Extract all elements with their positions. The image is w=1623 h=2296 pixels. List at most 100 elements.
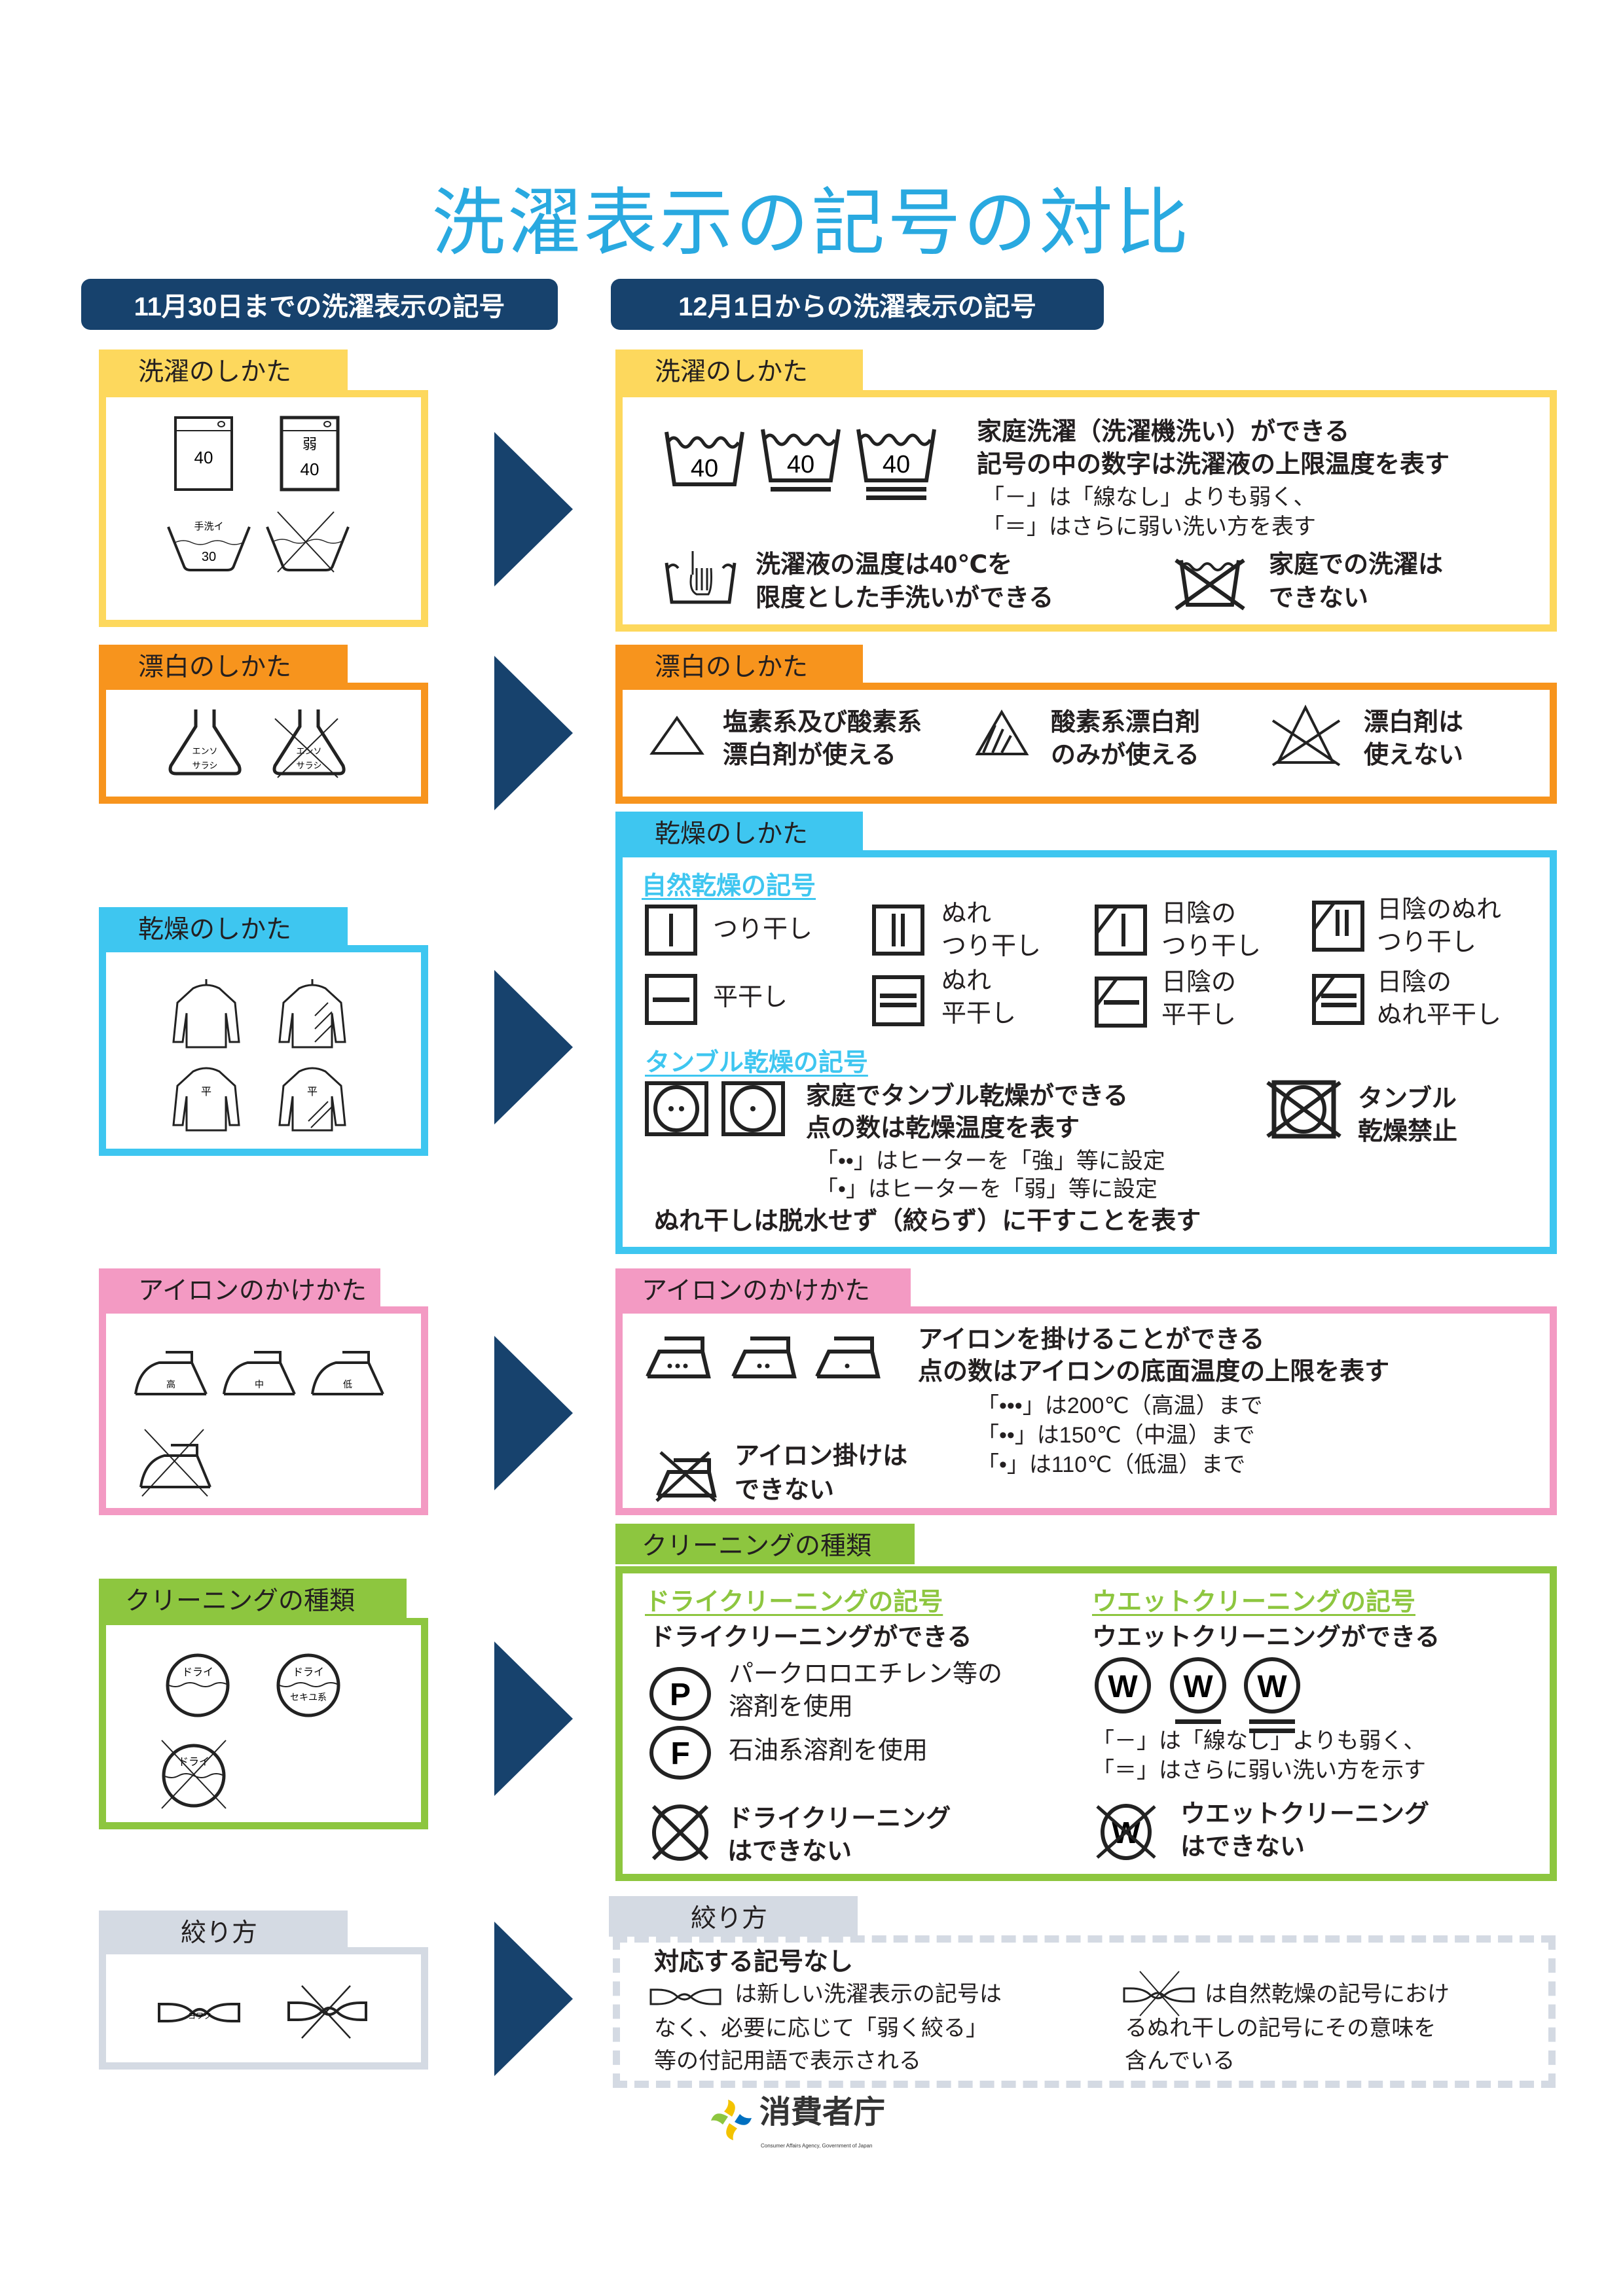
shade-wet-line-dry-icon	[1312, 901, 1364, 952]
f-desc: 石油系溶剤を使用	[729, 1737, 928, 1765]
hand-wash-icon	[665, 551, 737, 604]
no-dry-clean-desc-2: はできない	[727, 1838, 852, 1865]
no-wash-desc-2: できない	[1269, 584, 1369, 612]
iron-temp-medium: 「••」は150℃（中温）まで	[977, 1423, 1255, 1448]
p-desc-2: 溶剤を使用	[729, 1693, 854, 1721]
svg-text:中: 中	[255, 1379, 264, 1390]
no-wet-clean-desc-1: ウエットクリーニング	[1180, 1801, 1430, 1828]
new-clean-tab: クリーニングの種類	[615, 1524, 915, 1564]
new-bleach-tab: 漂白のしかた	[615, 645, 863, 685]
no-dry-clean-old-icon: ドライ	[161, 1740, 227, 1809]
iron-temp-high: 「•••」は200℃（高温）まで	[977, 1393, 1263, 1418]
flat-dry-icon	[645, 974, 697, 1025]
arrow-right-icon	[494, 432, 573, 586]
wring-desc-3: 等の付記用語で表示される	[654, 2049, 921, 2073]
iron-200-icon	[646, 1336, 711, 1378]
wash-desc-4: 「＝」はさらに弱い洗い方を表す	[982, 514, 1316, 539]
old-clean-box	[99, 1618, 428, 1829]
svg-text:40: 40	[787, 451, 814, 478]
consumer-affairs-agency-logo: 消費者庁 Consumer Affairs Agency, Government…	[708, 2094, 892, 2155]
old-symbols-header: 11月30日までの洗濯表示の記号	[81, 279, 558, 330]
wet-flat-dry-label-1: ぬれ	[941, 967, 992, 995]
no-tumble-desc-1: タンブル	[1358, 1085, 1457, 1113]
iron-temp-low: 「•」は110℃（低温）まで	[977, 1452, 1246, 1477]
arrow-right-icon	[494, 656, 573, 810]
dry-clean-can: ドライクリーニングができる	[649, 1624, 972, 1651]
wet-clean-heading: ウエットクリーニングの記号	[1092, 1588, 1416, 1616]
new-iron-tab: アイロンのかけかた	[615, 1268, 911, 1309]
new-clean-box	[615, 1566, 1557, 1881]
no-wet-clean-icon: W	[1096, 1804, 1156, 1860]
oxygen-bleach-desc-2: のみが使える	[1051, 742, 1199, 769]
new-wash-box	[615, 390, 1557, 632]
no-bleach-desc-1: 漂白剤は	[1364, 709, 1464, 736]
old-bleach-box	[99, 683, 428, 804]
iron-low-icon: 低	[311, 1351, 384, 1395]
no-wring-icon	[287, 1985, 367, 2039]
wet-clean-gentle-icon: W	[1170, 1657, 1226, 1724]
no-iron-desc-1: アイロン掛けは	[735, 1443, 908, 1470]
old-bleach-tab: 漂白のしかた	[99, 645, 348, 685]
agency-emblem-icon	[711, 2100, 752, 2140]
svg-text:弱: 弱	[302, 436, 317, 452]
svg-text:手洗イ: 手洗イ	[194, 521, 223, 532]
old-clean-tab: クリーニングの種類	[99, 1579, 407, 1619]
wet-desc-1: 「－」は「線なし」よりも弱く、	[1092, 1729, 1426, 1753]
svg-text:サラシ: サラシ	[297, 761, 322, 770]
svg-text:ヨワク: ヨワク	[188, 2011, 211, 2020]
wring-right-desc-2: るぬれ干しの記号にその意味を	[1125, 2016, 1436, 2041]
wet-clean-very-gentle-icon: W	[1244, 1657, 1300, 1733]
tumble-dry-low-icon	[721, 1081, 785, 1136]
svg-text:平: 平	[201, 1086, 211, 1098]
wet-line-dry-icon	[872, 905, 924, 956]
no-dry-clean-desc-1: ドライクリーニング	[727, 1805, 951, 1833]
wet-clean-can: ウエットクリーニングができる	[1092, 1624, 1440, 1651]
svg-text:エンソ: エンソ	[192, 746, 217, 756]
new-wring-tab: 絞り方	[609, 1896, 858, 1937]
wring-desc-2: なく、必要に応じて「弱く絞る」	[654, 2016, 988, 2041]
hanging-shirt-icon	[172, 979, 240, 1049]
agency-subtitle: Consumer Affairs Agency, Government of J…	[761, 2143, 873, 2149]
dry-clean-heading: ドライクリーニングの記号	[645, 1588, 943, 1616]
tumble-dry-high-icon	[645, 1081, 708, 1136]
old-wring-tab: 絞り方	[99, 1910, 348, 1951]
svg-text:40: 40	[691, 455, 718, 482]
no-iron-desc-2: できない	[735, 1477, 835, 1504]
no-iron-icon	[655, 1451, 717, 1502]
wash-desc-1: 家庭洗濯（洗濯機洗い）ができる	[977, 418, 1350, 446]
arrow-right-icon	[494, 970, 573, 1124]
svg-text:セキユ系: セキユ系	[290, 1692, 327, 1702]
wring-right-desc-3: 含んでいる	[1125, 2049, 1235, 2073]
iron-110-icon	[815, 1336, 881, 1378]
svg-text:ドライ: ドライ	[293, 1667, 324, 1678]
page-title: 洗濯表示の記号の対比	[431, 182, 1192, 264]
tumble-desc-4: 「•」はヒーターを「弱」等に設定	[816, 1177, 1158, 1202]
no-dry-clean-icon	[651, 1804, 709, 1861]
dry-clean-f-icon: F	[649, 1726, 711, 1780]
iron-medium-icon: 中	[223, 1351, 296, 1395]
shade-hanging-shirt-icon	[278, 979, 346, 1049]
svg-text:ドライ: ドライ	[182, 1667, 213, 1678]
wring-desc-1: は新しい洗濯表示の記号は	[735, 1982, 1002, 2007]
new-iron-box	[615, 1306, 1557, 1515]
arrow-right-icon	[494, 1336, 573, 1490]
no-equivalent-symbol: 対応する記号なし	[654, 1948, 854, 1976]
no-wet-clean-desc-2: はできない	[1180, 1833, 1305, 1861]
natural-dry-heading: 自然乾燥の記号	[642, 872, 816, 900]
new-wash-tab: 洗濯のしかた	[615, 350, 863, 390]
no-wash-desc-1: 家庭での洗濯は	[1269, 551, 1444, 579]
dry-clean-icon: ドライ	[166, 1653, 230, 1717]
svg-text:W: W	[1108, 1670, 1138, 1704]
hand-wash-desc-1: 洗濯液の温度は40℃を	[756, 551, 1013, 579]
wring-right-desc-1: は自然乾燥の記号におけ	[1205, 1982, 1450, 2007]
old-wring-box	[99, 1947, 428, 2070]
any-bleach-desc-1: 塩素系及び酸素系	[723, 709, 922, 736]
arrow-right-icon	[494, 1922, 573, 2076]
oxygen-bleach-desc-1: 酸素系漂白剤	[1051, 709, 1201, 736]
washing-machine-icon: 40	[174, 416, 233, 491]
old-dry-box	[99, 945, 428, 1156]
any-bleach-desc-2: 漂白剤が使える	[723, 742, 896, 769]
wash-tub-40-gentle-icon: 40	[761, 429, 841, 492]
